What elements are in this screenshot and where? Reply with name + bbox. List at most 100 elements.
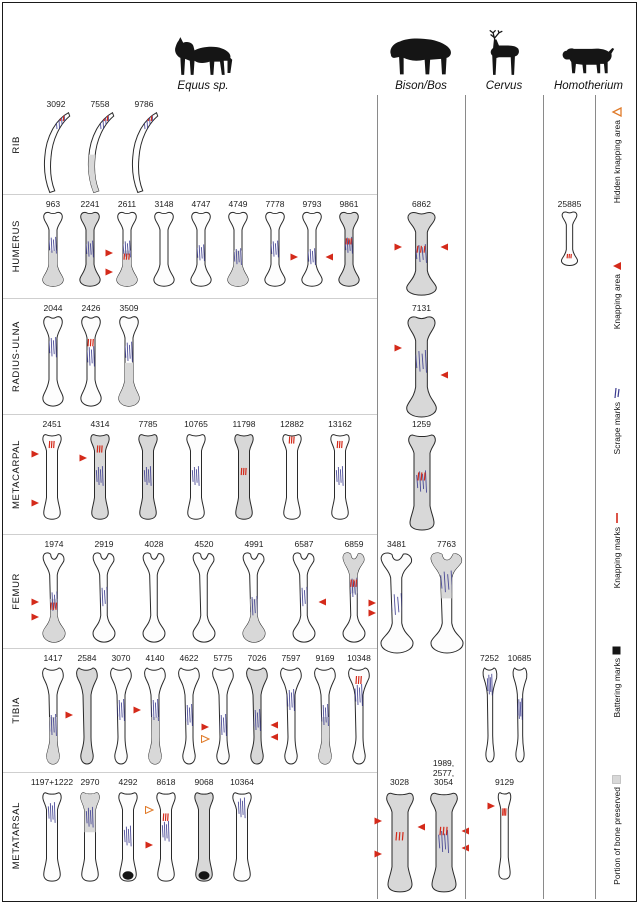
bone-drawing: [117, 789, 139, 883]
specimen-9129: 9129: [487, 778, 514, 886]
column-label-equus: Equus sp.: [177, 80, 229, 92]
knapping-arrow: [145, 841, 154, 849]
cell-metatarsal-cervus: 9129: [465, 773, 543, 899]
knapping-arrow: [461, 827, 470, 835]
specimen-10765: 10765: [184, 420, 208, 526]
specimen-1989-2577-3054: 1989, 2577, 3054: [428, 759, 469, 899]
specimen-number: 8618: [156, 777, 176, 788]
specimen-number: 2426: [81, 303, 101, 314]
bone-wrap: [428, 551, 466, 659]
bone-drawing: [193, 789, 215, 883]
specimen-number: 2919: [94, 539, 114, 550]
specimen-1197+1222: 1197+1222: [31, 778, 73, 888]
knapping-area-icon: [613, 261, 621, 270]
specimen-number: 10765: [184, 419, 208, 430]
bone-wrap: [290, 211, 333, 292]
specimen-7763: 7763: [428, 540, 466, 659]
bone-drawing: [512, 665, 528, 763]
specimen-6862: 6862: [394, 200, 448, 301]
bone-drawing: [226, 211, 250, 287]
bone-drawing: [75, 665, 99, 765]
bone-wrap: [281, 431, 303, 526]
legend-label: Scrape marks: [611, 401, 622, 455]
specimen-number: 3509: [119, 303, 139, 314]
bone-drawing: [141, 551, 167, 643]
specimen-number: 4622: [179, 653, 199, 664]
bone-wrap: [117, 789, 139, 888]
specimen-4747: 4747: [189, 200, 213, 292]
bone-drawing: [79, 789, 101, 883]
specimen-6587: 6587: [291, 540, 326, 648]
specimen-2611: 2611: [105, 200, 139, 292]
legend-column-space: [595, 95, 634, 195]
specimen-2426: 2426: [79, 304, 103, 412]
bone-wrap: [79, 315, 103, 412]
legend-item-battering-marks: Battering marks: [612, 646, 622, 718]
specimen-7026: 7026: [245, 654, 278, 770]
specimen-10348: 10348: [347, 654, 371, 770]
row-label-femur: FEMUR: [3, 535, 29, 649]
bone-wrap: [241, 551, 267, 648]
bone-drawing: [329, 431, 351, 521]
knapping-arrow: [394, 243, 403, 251]
specimen-2044: 2044: [41, 304, 65, 412]
bone-drawing: [185, 431, 207, 521]
specimen-number: 963: [45, 199, 61, 210]
specimen-number: 4028: [144, 539, 164, 550]
knapping-arrow: [368, 599, 377, 607]
bone-wrap: [137, 431, 159, 526]
bone-wrap: [487, 789, 512, 886]
legend-label: Portion of bone preserved: [611, 787, 622, 885]
specimen-2584: 2584: [65, 654, 99, 770]
bone-drawing: [263, 211, 287, 287]
row-label-rib: RIB: [3, 95, 29, 195]
bone-drawing: [89, 431, 111, 521]
cell-rib-homotherium: [543, 95, 595, 195]
column-header-homotherium: Homotherium: [543, 46, 634, 92]
specimen-7597: 7597: [279, 654, 303, 770]
specimen-3070: 3070: [109, 654, 133, 770]
cell-humerus-homotherium: 25885: [543, 195, 595, 299]
bone-wrap: [177, 665, 201, 770]
specimen-12882: 12882: [280, 420, 304, 526]
knapping-arrow: [440, 243, 449, 251]
bone-drawing: [560, 211, 579, 266]
knapping-arrow: [487, 802, 496, 810]
cell-humerus-cervus: [465, 195, 543, 299]
specimen-number: 6862: [412, 199, 431, 210]
knapping-arrow: [31, 499, 40, 507]
specimen-25885: 25885: [558, 200, 581, 271]
specimen-number: 2451: [42, 419, 62, 430]
cell-metacarpal-cervus: [465, 415, 543, 535]
bone-wrap: [560, 211, 579, 271]
bone-wrap: [41, 665, 65, 770]
bone-wrap: [233, 431, 255, 526]
specimen-number: 9786: [134, 99, 154, 110]
row-label-text: METATARSAL: [10, 802, 22, 870]
specimen-9861: 9861: [337, 200, 361, 292]
bone-wrap: [133, 665, 167, 770]
bone-drawing: [91, 551, 117, 643]
specimen-3148: 3148: [152, 200, 176, 292]
cell-femur-homotherium: [543, 535, 595, 649]
column-header-bison: Bison/Bos: [377, 36, 465, 92]
knapping-arrow: [105, 249, 114, 257]
bone-wrap: [129, 111, 159, 200]
specimen-number: 9068: [194, 777, 214, 788]
specimen-number: 3148: [154, 199, 174, 210]
bone-drawing: [41, 789, 63, 883]
specimen-number: 12882: [280, 419, 304, 430]
specimen-number: 9793: [302, 199, 322, 210]
legend-item-scrape-marks: Scrape marks: [612, 387, 622, 454]
bone-drawing: [233, 431, 255, 521]
legend-item-knapping-marks: Knapping marks: [612, 512, 622, 588]
bone-drawing: [378, 551, 416, 654]
hidden-knapping-area-icon: [611, 107, 622, 117]
legend-label: Knapping area: [611, 273, 622, 330]
specimen-4622: 4622: [177, 654, 201, 770]
specimen-7778: 7778: [263, 200, 287, 292]
specimen-number: 4991: [244, 539, 264, 550]
